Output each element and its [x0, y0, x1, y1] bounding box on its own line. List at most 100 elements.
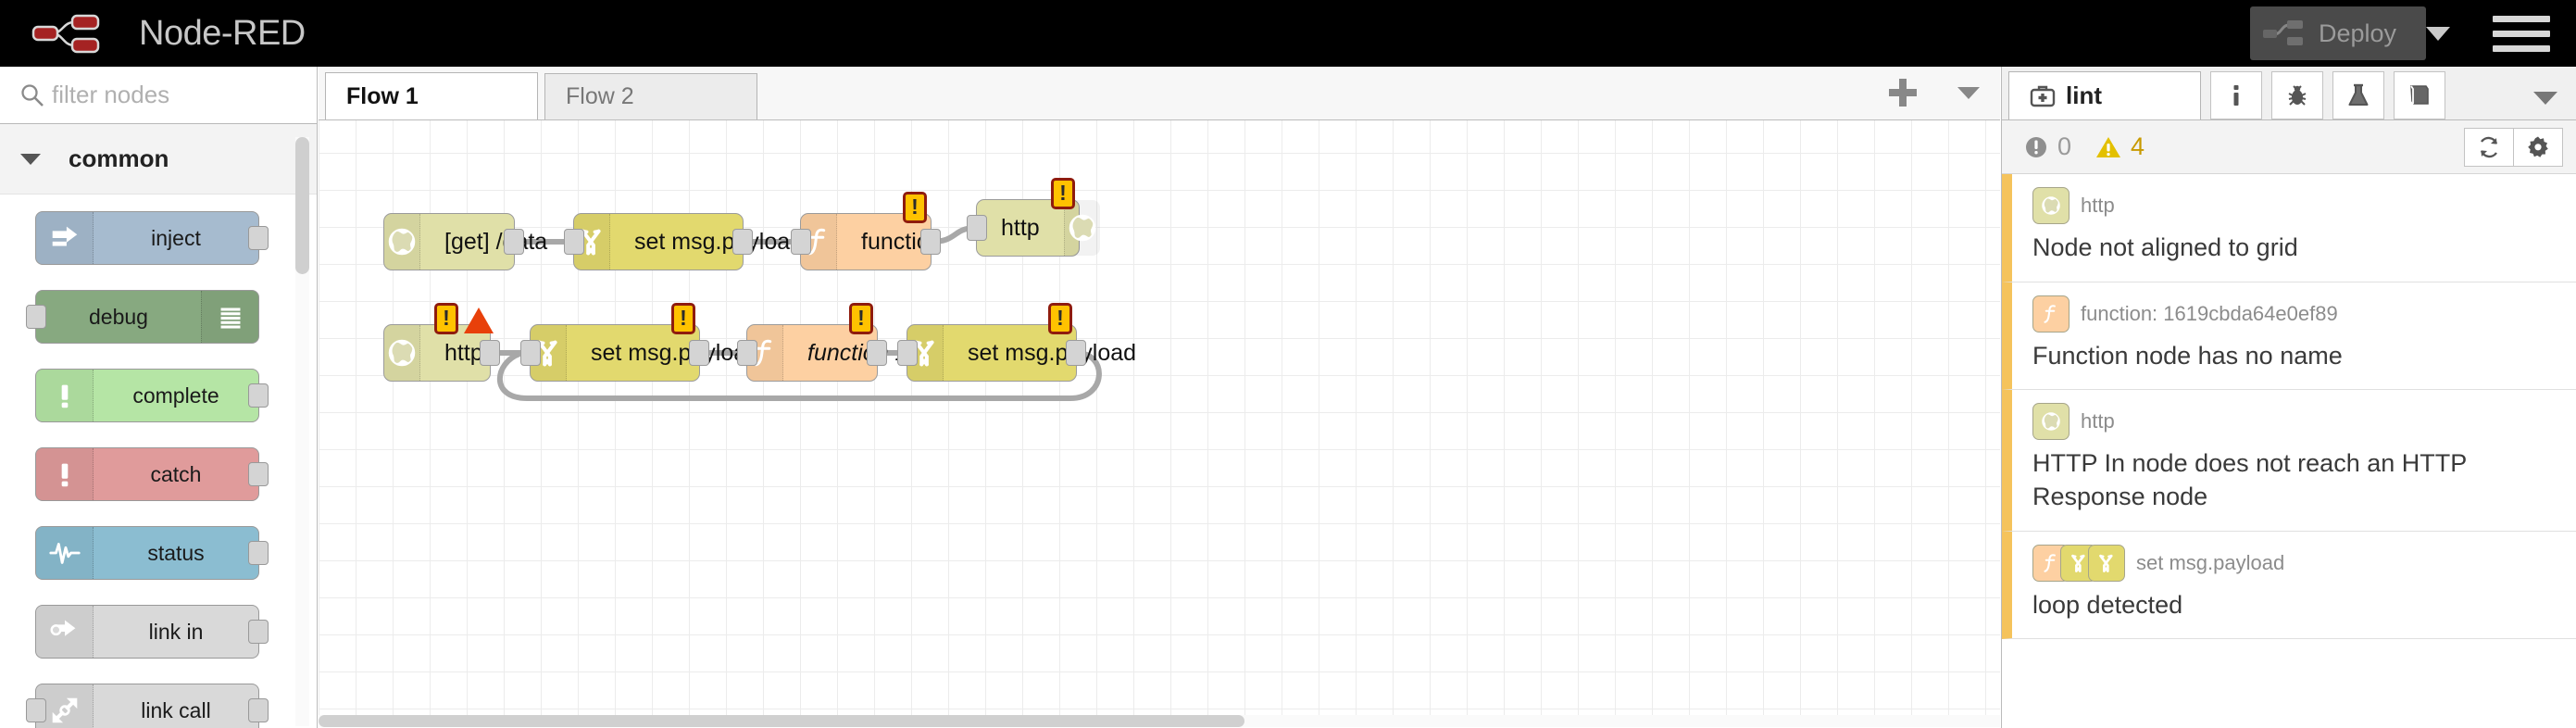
node-output-port[interactable] — [867, 340, 887, 366]
flow-tab-label: Flow 2 — [566, 83, 634, 109]
deploy-button[interactable]: Deploy — [2249, 6, 2426, 60]
node-input-port[interactable] — [967, 215, 987, 241]
flow-node-http-out-1[interactable]: http! — [967, 178, 1100, 257]
lint-settings-button[interactable] — [2513, 127, 2563, 167]
palette-node-link-call[interactable]: link call — [26, 684, 269, 728]
node-warning-badge-icon[interactable]: ! — [1051, 178, 1075, 209]
globe-icon — [384, 214, 420, 270]
lint-item-node-name: http — [2081, 409, 2115, 433]
node-input-port[interactable] — [564, 229, 584, 255]
node-output-port[interactable] — [1066, 340, 1086, 366]
flow-list-chevron-down-icon[interactable] — [1957, 86, 1980, 99]
node-input-port[interactable] — [737, 340, 757, 366]
lint-item-node-icons — [2032, 187, 2070, 224]
flow-node-change-2[interactable]: set msg.payload! — [520, 303, 759, 382]
node-warning-badge-icon[interactable]: ! — [434, 303, 458, 334]
hamburger-menu-icon[interactable] — [2493, 15, 2550, 52]
flow-tab-flow-1[interactable]: Flow 1 — [325, 72, 538, 119]
palette-node-label: catch — [150, 461, 202, 486]
refresh-icon — [2477, 135, 2501, 159]
node-warning-badge-icon[interactable]: ! — [1048, 303, 1072, 334]
node-input-port[interactable] — [791, 229, 811, 255]
palette-node-link-in[interactable]: link in — [35, 605, 269, 659]
palette-node-complete[interactable]: complete — [35, 369, 269, 422]
node-output-port[interactable] — [920, 229, 941, 255]
node-input-port[interactable] — [897, 340, 918, 366]
node-output-port[interactable] — [732, 229, 753, 255]
lint-error-count-group: 0 — [2024, 132, 2071, 161]
debug-lines-icon — [201, 291, 258, 343]
node-output-port[interactable] — [480, 340, 500, 366]
lint-item[interactable]: set msg.payload loop detected — [2002, 531, 2576, 640]
lint-item[interactable]: http Node not aligned to grid — [2002, 174, 2576, 282]
lint-item[interactable]: http HTTP In node does not reach an HTTP… — [2002, 390, 2576, 532]
palette-node-debug[interactable]: debug — [26, 290, 259, 344]
flow-node-change-3[interactable]: set msg.payload! — [897, 303, 1136, 382]
palette-node-status[interactable]: status — [35, 526, 269, 580]
flow-node-label: function 1 — [807, 339, 908, 366]
node-warning-badge-icon[interactable]: ! — [849, 303, 873, 334]
node-output-port[interactable] — [248, 383, 269, 408]
lint-item-header: set msg.payload — [2032, 544, 2557, 582]
node-output-port[interactable] — [504, 229, 524, 255]
flow-node-http-in-1[interactable]: [get] /data — [383, 213, 547, 270]
sidebar-debug-button[interactable] — [2271, 71, 2323, 119]
app-title: Node-RED — [139, 13, 306, 53]
globe-icon — [2032, 403, 2070, 441]
node-output-port[interactable] — [689, 340, 709, 366]
flask-icon — [2347, 83, 2370, 107]
flow-node-label: set msg.payload — [634, 228, 804, 255]
palette-node-inject[interactable]: inject — [35, 211, 269, 265]
node-input-port[interactable] — [26, 698, 46, 722]
lint-refresh-button[interactable] — [2464, 127, 2514, 167]
node-palette: filter nodes common inject debug complete c… — [0, 67, 318, 728]
search-input[interactable]: filter nodes — [52, 81, 170, 108]
flow-node-change-1[interactable]: set msg.payload — [564, 213, 803, 270]
lint-warning-count-group: 4 — [2095, 132, 2145, 161]
node-output-port[interactable] — [248, 541, 269, 565]
info-icon — [2225, 83, 2247, 107]
sidebar-tests-button[interactable] — [2332, 71, 2384, 119]
sidebar-info-button[interactable] — [2210, 71, 2262, 119]
node-warning-badge-icon[interactable]: ! — [671, 303, 695, 334]
lint-item[interactable]: function: 1619cbda64e0ef89 Function node… — [2002, 282, 2576, 391]
node-warning-badge-icon[interactable]: ! — [903, 192, 927, 223]
flow-tab-label: Flow 1 — [346, 82, 419, 109]
node-output-port[interactable] — [248, 226, 269, 250]
link-in-icon — [36, 606, 94, 658]
palette-node-label: complete — [132, 383, 219, 408]
flow-node-http-in-2[interactable]: http! — [383, 303, 500, 382]
lint-warning-count: 4 — [2131, 132, 2145, 160]
node-input-port[interactable] — [26, 305, 46, 329]
sidebar-tab-label: lint — [2066, 82, 2102, 109]
node-output-port[interactable] — [248, 462, 269, 486]
node-error-badge-icon[interactable] — [464, 308, 494, 333]
warning-triangle-icon — [2095, 135, 2121, 159]
function-icon — [747, 325, 783, 381]
lint-item-node-icons — [2032, 403, 2070, 441]
flow-node-function-2[interactable]: function 1! — [737, 303, 907, 382]
deploy-options-chevron-down-icon[interactable] — [2426, 26, 2450, 41]
search-icon — [20, 83, 44, 107]
palette-scrollbar-track[interactable] — [295, 137, 309, 726]
palette-search-row[interactable]: filter nodes — [0, 67, 317, 124]
add-flow-plus-icon[interactable] — [1889, 79, 1917, 107]
flow-node-function-1[interactable]: function! — [791, 192, 943, 270]
node-output-port[interactable] — [248, 620, 269, 644]
flow-tab-flow-2[interactable]: Flow 2 — [544, 73, 757, 119]
sidebar-menu-chevron-down-icon[interactable] — [2533, 92, 2557, 105]
deploy-label: Deploy — [2318, 19, 2396, 47]
node-output-port[interactable] — [248, 698, 269, 722]
node-input-port[interactable] — [520, 340, 541, 366]
palette-scrollbar-thumb[interactable] — [295, 137, 309, 274]
sidebar-help-button[interactable] — [2394, 71, 2445, 119]
brand: Node-RED — [31, 12, 306, 55]
palette-category-common[interactable]: common — [0, 124, 317, 195]
globe-icon — [384, 325, 420, 381]
sidebar-tab-lint[interactable]: lint — [2008, 71, 2201, 119]
canvas-scrollbar-thumb[interactable] — [319, 715, 1244, 727]
lint-item-message: HTTP In node does not reach an HTTP Resp… — [2032, 449, 2467, 510]
palette-node-catch[interactable]: catch — [35, 447, 269, 501]
palette-node-list: inject debug complete catch status link in lin… — [0, 195, 317, 728]
